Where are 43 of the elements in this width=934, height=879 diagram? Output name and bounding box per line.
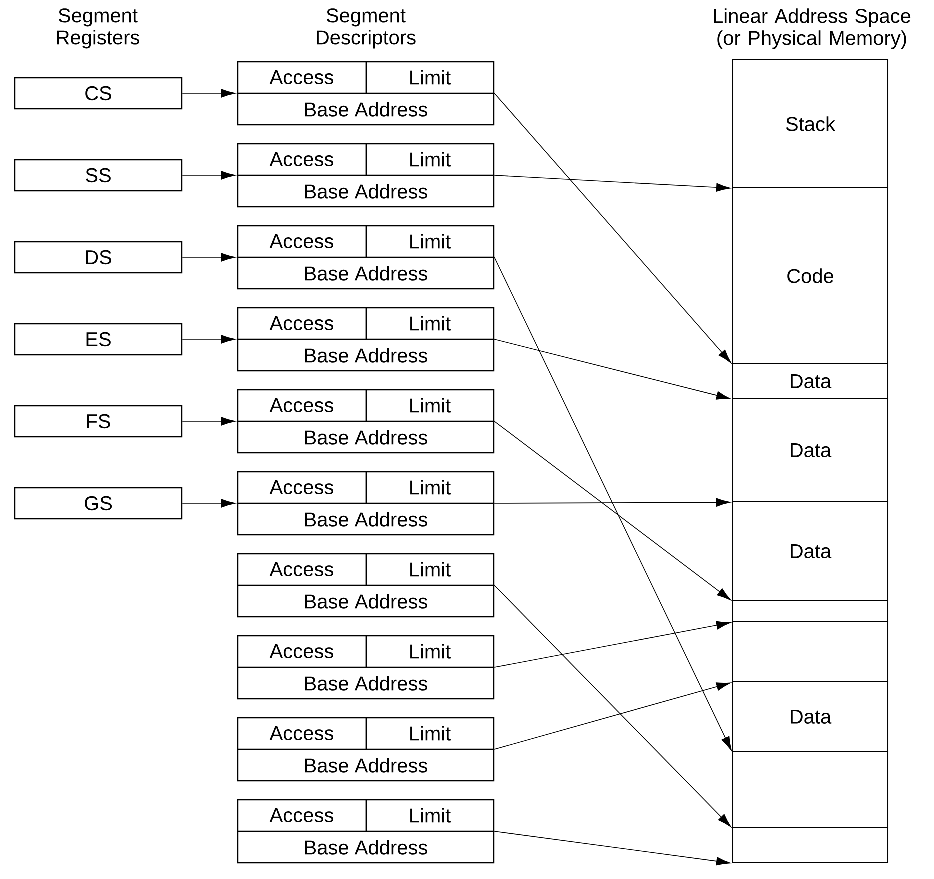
arrow bbox=[182, 335, 236, 344]
register-box: DS bbox=[14, 241, 183, 274]
register-box: ES bbox=[14, 323, 183, 356]
register-box: GS bbox=[14, 487, 183, 520]
memory-segment: Data bbox=[732, 502, 888, 602]
arrow bbox=[494, 175, 731, 192]
memory-segment: Data bbox=[732, 398, 888, 502]
descriptor-box: Access Limit Base Address bbox=[237, 471, 495, 536]
arrow bbox=[182, 417, 236, 426]
descriptor-box: Access Limit Base Address bbox=[237, 717, 495, 782]
memory-segment bbox=[732, 622, 888, 682]
arrow bbox=[182, 89, 236, 98]
memory-segment bbox=[732, 752, 888, 828]
arrow bbox=[494, 498, 731, 507]
arrow bbox=[494, 421, 732, 601]
register-box: FS bbox=[14, 405, 183, 438]
memory-segment: Data bbox=[732, 364, 888, 400]
arrow bbox=[494, 339, 731, 400]
arrow bbox=[182, 171, 236, 180]
descriptor-box: Access Limit Base Address bbox=[237, 389, 495, 454]
arrow bbox=[494, 93, 732, 364]
arrow bbox=[182, 253, 236, 262]
descriptor-box: Access Limit Base Address bbox=[237, 799, 495, 864]
arrow bbox=[494, 831, 731, 866]
descriptor-box: Access Limit Base Address bbox=[237, 553, 495, 618]
arrow bbox=[494, 621, 731, 668]
arrow bbox=[494, 682, 731, 750]
arrow bbox=[494, 585, 732, 828]
arrow bbox=[494, 257, 732, 751]
memory-segment: Code bbox=[732, 188, 888, 364]
descriptor-box: Access Limit Base Address bbox=[237, 61, 495, 126]
register-box: SS bbox=[14, 159, 183, 192]
arrow bbox=[182, 499, 236, 508]
memory-segment: Stack bbox=[732, 60, 888, 188]
memory-segment: Data bbox=[732, 682, 888, 752]
column-heading: Segment Registers bbox=[57, 8, 140, 49]
memory-segment bbox=[732, 828, 888, 864]
memory-segment bbox=[732, 600, 888, 622]
descriptor-box: Access Limit Base Address bbox=[237, 307, 495, 372]
descriptor-box: Access Limit Base Address bbox=[237, 635, 495, 700]
descriptor-box: Access Limit Base Address bbox=[237, 225, 495, 290]
register-box: CS bbox=[14, 77, 183, 110]
descriptor-box: Access Limit Base Address bbox=[237, 143, 495, 208]
